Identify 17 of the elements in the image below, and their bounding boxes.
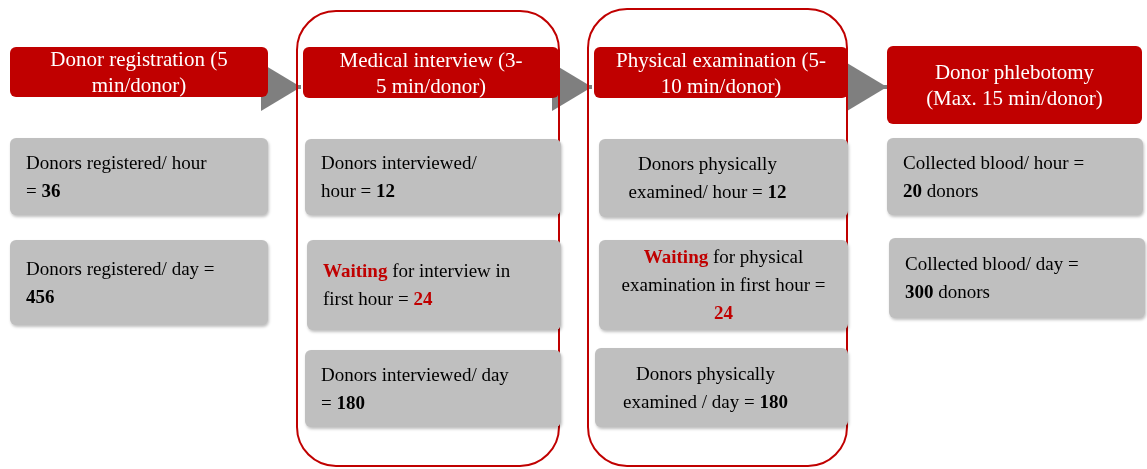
stat-box: Donors interviewed/ hour = 12 [305,139,561,215]
stat-box: Donors physically examined / day = 180 [595,348,848,427]
stat-box: Collected blood/ day = 300 donors [889,238,1145,318]
stat-box: Collected blood/ hour = 20 donors [887,138,1143,215]
stat-box: Donors interviewed/ day = 180 [305,350,561,427]
stat-box: Donors physically examined/ hour = 12 [599,139,848,217]
step-header: Donor phlebotomy (Max. 15 min/donor) [887,46,1142,124]
step-header: Donor registration (5 min/donor) [10,47,268,97]
stat-box: Waiting for interview in first hour = 24 [307,240,561,330]
stat-box: Donors registered/ hour = 36 [10,138,268,215]
step-header: Medical interview (3-5 min/donor) [303,47,559,98]
stat-box: Waiting for physical examination in first hour = 24 [599,240,848,330]
step-header: Physical examination (5-10 min/donor) [594,47,848,98]
column-outline [296,10,560,467]
chevron-arrow [846,63,887,111]
column-outline [587,8,848,467]
stat-box: Donors registered/ day = 456 [10,240,268,325]
